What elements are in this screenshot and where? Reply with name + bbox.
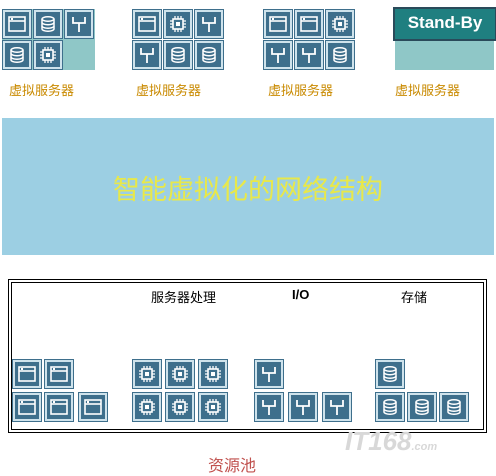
database-icon (440, 393, 468, 421)
chip-icon (164, 10, 192, 38)
watermark-suffix: .com (411, 441, 438, 453)
banner-title: 智能虚拟化的网络结构 (113, 175, 383, 206)
pool-column-cpu-label: 服务器处理 (151, 291, 217, 306)
io-fork-icon (195, 10, 223, 38)
io-fork-icon (295, 41, 323, 69)
io-fork-icon (255, 360, 283, 388)
chip-icon (166, 393, 194, 421)
io-fork-icon (255, 393, 283, 421)
watermark-text: IT168 (345, 426, 412, 456)
chip-icon (133, 393, 161, 421)
standby-badge: Stand-By (393, 7, 496, 41)
chip-icon (166, 360, 194, 388)
io-fork-icon (133, 41, 161, 69)
pool-column-io-label: I/O (292, 287, 310, 302)
chip-icon (326, 10, 354, 38)
io-fork-icon (264, 41, 292, 69)
virtual-server-label: 虚拟服务器 (395, 84, 461, 99)
window-icon (264, 10, 292, 38)
chip-icon (199, 393, 227, 421)
chip-icon (34, 41, 62, 69)
chip-icon (133, 360, 161, 388)
virtual-server-label: 虚拟服务器 (268, 84, 334, 99)
database-icon (408, 393, 436, 421)
pool-column-storage-label: 存储 (401, 291, 428, 306)
database-icon (376, 393, 404, 421)
window-icon (13, 360, 41, 388)
window-icon (3, 10, 31, 38)
chip-icon (199, 360, 227, 388)
window-icon (133, 10, 161, 38)
window-icon (79, 393, 107, 421)
database-icon (34, 10, 62, 38)
database-icon (3, 41, 31, 69)
resource-pool-caption: 资源池 (208, 456, 257, 475)
resource-pool-frame-inner (11, 282, 484, 430)
database-icon (326, 41, 354, 69)
site-watermark: IT168.com (345, 426, 437, 457)
database-icon (376, 360, 404, 388)
window-icon (295, 10, 323, 38)
network-banner: 智能虚拟化的网络结构 (2, 118, 494, 255)
database-icon (164, 41, 192, 69)
io-fork-icon (323, 393, 351, 421)
window-icon (45, 360, 73, 388)
io-fork-icon (65, 10, 93, 38)
window-icon (13, 393, 41, 421)
resource-pool-frame-outer (8, 279, 487, 433)
database-icon (195, 41, 223, 69)
virtual-server-label: 虚拟服务器 (9, 84, 75, 99)
virtual-server-label: 虚拟服务器 (136, 84, 202, 99)
io-fork-icon (289, 393, 317, 421)
window-icon (45, 393, 73, 421)
